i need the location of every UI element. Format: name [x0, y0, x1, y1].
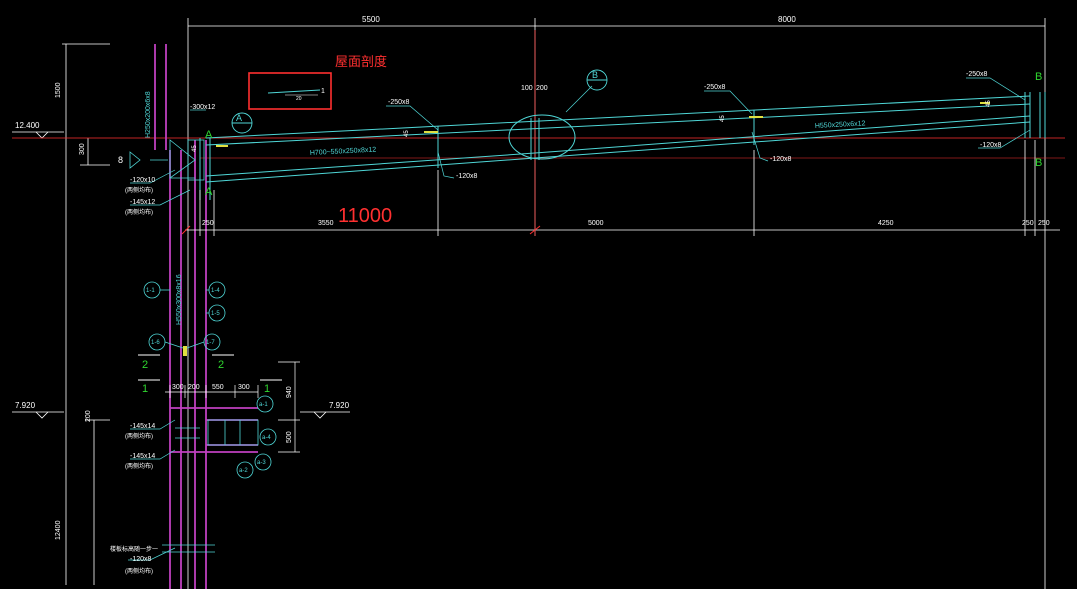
dim-100: 100	[521, 85, 533, 92]
callout-1-4: 1-4	[211, 288, 220, 294]
label-plate-top: -300x12	[190, 104, 215, 111]
dim-300-d: 300	[238, 384, 250, 391]
dim-1500: 1500	[55, 82, 62, 98]
dim-250-r1: 250	[1022, 220, 1034, 227]
dim-45-b: 45	[720, 115, 726, 122]
callout-B: B	[592, 70, 598, 80]
span-dimension	[185, 140, 1060, 236]
elev-7920-right: 7.920	[329, 401, 350, 410]
slope-num: 1	[321, 88, 325, 95]
top-dimension	[187, 18, 1046, 589]
dim-200-b: 200	[188, 384, 200, 391]
label-bottom-note: 楼板标高随一步一	[110, 545, 158, 553]
section-mark-2-right: 2	[218, 359, 224, 371]
label-col-top: H250x200x6x8	[145, 91, 152, 138]
dim-250-left: 250	[202, 220, 214, 227]
callout-1-6: 1-6	[151, 340, 160, 346]
label-both-sides-3: (两侧均布)	[125, 432, 153, 440]
slope-arrow	[267, 89, 321, 94]
leaders	[128, 77, 1031, 561]
roof-slope-title: 屋面剖度	[335, 54, 387, 69]
dim-45-a: 45	[404, 130, 410, 137]
label-8: 8	[118, 155, 123, 165]
section-mark-1-left: 1	[142, 383, 148, 395]
section-bars	[138, 354, 282, 381]
section-callouts-top	[231, 69, 608, 134]
callout-a-3: a-3	[257, 460, 266, 466]
detail-callouts	[143, 281, 277, 479]
label-p250a: -250x8	[388, 99, 410, 106]
section-mark-B-top: B	[1035, 71, 1042, 83]
label-col-main: H550x300x8x16	[176, 274, 183, 325]
label-beam1: H700~550x250x8x12	[310, 147, 377, 157]
dim-300-a: 300	[172, 384, 184, 391]
label-p120b: -120x8	[770, 156, 792, 163]
dim-250-r2: 250	[1038, 220, 1050, 227]
elev-12400: 12.400	[15, 121, 40, 130]
bolts	[183, 102, 990, 356]
section-mark-A-bottom: A	[205, 186, 213, 198]
roof-slope-box	[248, 72, 332, 110]
steel-column	[154, 44, 258, 589]
label-p145c: -145x14	[130, 453, 155, 460]
dim-45-d: 45	[192, 145, 198, 152]
label-both-sides-4: (两侧均布)	[125, 462, 153, 470]
callout-1-5: 1-5	[211, 311, 220, 317]
section-mark-2-left: 2	[142, 359, 148, 371]
elevation-marks	[12, 43, 350, 585]
elev-7920-left: 7.920	[15, 401, 36, 410]
callout-1-1: 1-1	[146, 288, 155, 294]
section-mark-A-top: A	[205, 129, 213, 141]
label-both-sides-5: (两侧均布)	[125, 567, 153, 575]
section-mark-B-bottom: B	[1035, 157, 1042, 169]
dim-500: 500	[286, 431, 293, 443]
dim-940: 940	[286, 386, 293, 398]
slope-den: 20	[296, 96, 302, 102]
callout-A: A	[236, 113, 242, 123]
dim-550-c: 550	[212, 384, 224, 391]
label-p120d: -120x10	[130, 177, 155, 184]
callout-1-7: 1-7	[206, 340, 215, 346]
label-p145a: -145x12	[130, 199, 155, 206]
callout-a-4: a-4	[262, 435, 271, 441]
dim-45-c: 45	[986, 100, 992, 107]
dim-300: 300	[79, 143, 86, 155]
dim-4250: 4250	[878, 220, 894, 227]
label-p250b: -250x8	[704, 84, 726, 91]
dim-3550: 3550	[318, 220, 334, 227]
dim-11000: 11000	[338, 205, 392, 227]
label-p120c: -120x8	[980, 142, 1002, 149]
column-node-details	[129, 139, 259, 553]
callout-a-2: a-2	[239, 468, 248, 474]
section-mark-1-right: 1	[264, 383, 270, 395]
dim-200-center: 200	[536, 85, 548, 92]
dim-5500: 5500	[362, 15, 380, 24]
label-both-sides-2: (两侧均布)	[125, 208, 153, 216]
roof-beam	[199, 92, 1046, 200]
label-p120e: -120x8	[130, 556, 152, 563]
lower-dimension	[165, 361, 300, 453]
dim-200: 200	[85, 410, 92, 422]
label-p120a: -120x8	[456, 173, 478, 180]
callout-a-1: a-1	[259, 402, 268, 408]
label-beam2: H550x250x6x12	[815, 120, 866, 130]
label-p250c: -250x8	[966, 71, 988, 78]
dim-5000: 5000	[588, 220, 604, 227]
label-both-sides-1: (两侧均布)	[125, 186, 153, 194]
span-ticks	[181, 225, 541, 235]
label-p145b: -145x14	[130, 423, 155, 430]
dim-12400: 12400	[55, 520, 62, 540]
dim-8000: 8000	[778, 15, 796, 24]
